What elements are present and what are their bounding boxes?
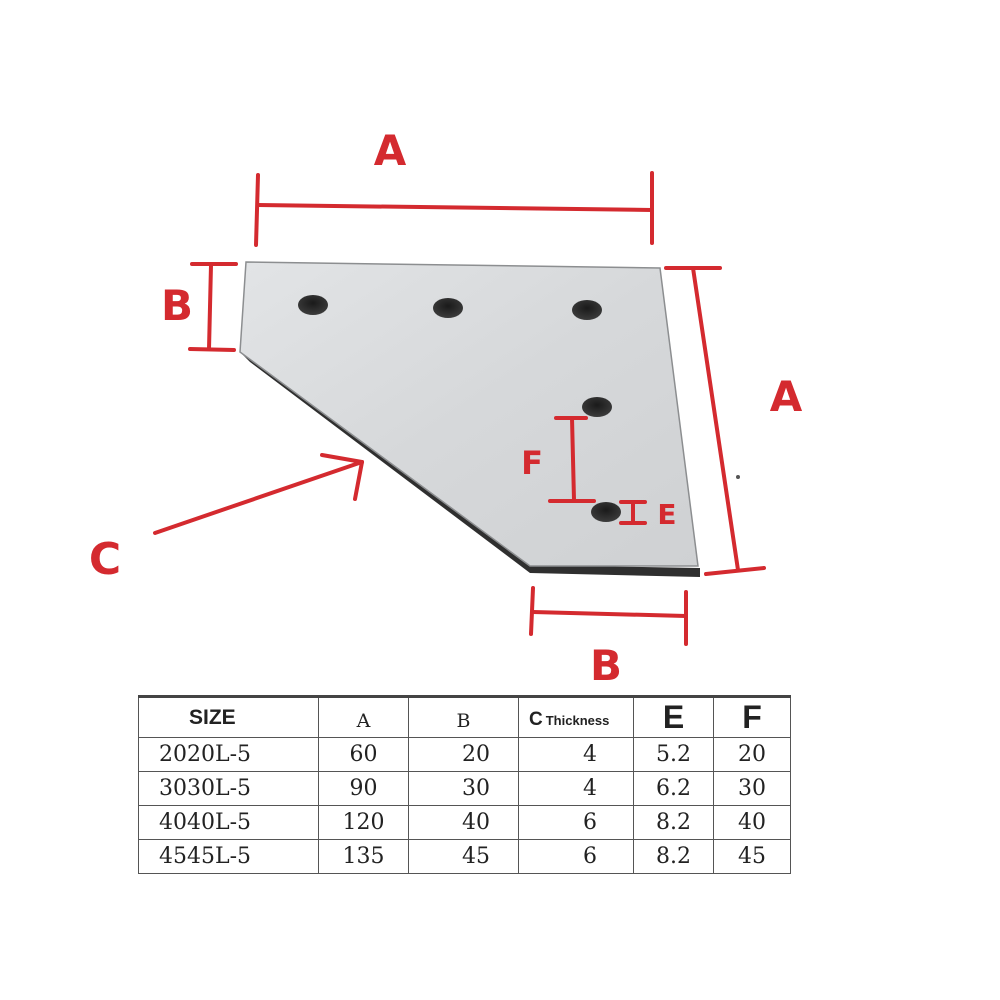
cell-c: 4: [518, 771, 634, 806]
hole-3: [572, 300, 602, 320]
cell-f: 40: [713, 805, 791, 840]
dimension-top-a: [254, 171, 654, 247]
dimension-e: [619, 500, 647, 525]
table-row: 4545L-5 135 45 6 8.2 45: [138, 839, 791, 874]
cell-a: 90: [318, 771, 409, 806]
cell-size: 3030L-5: [138, 771, 319, 806]
arrow-c: [153, 453, 364, 535]
mounting-plate: [239, 261, 699, 567]
speck-dot: [736, 475, 740, 479]
cell-f: 30: [713, 771, 791, 806]
cell-c: 6: [518, 805, 634, 840]
table-row: 2020L-5 60 20 4 5.2 20: [138, 737, 791, 772]
hole-5: [591, 502, 621, 522]
table-row: 4040L-5 120 40 6 8.2 40: [138, 805, 791, 840]
cell-c: 6: [518, 839, 634, 874]
cell-b: 20: [408, 737, 519, 772]
cell-a: 60: [318, 737, 409, 772]
label-right-a: A: [770, 372, 803, 421]
table-row: 3030L-5 90 30 4 6.2 30: [138, 771, 791, 806]
dimension-f: [548, 416, 596, 503]
label-top-a: A: [374, 126, 407, 175]
dimension-left-b: [188, 262, 238, 352]
dimension-bottom-b: [529, 586, 688, 646]
hole-4: [582, 397, 612, 417]
cell-size: 4040L-5: [138, 805, 319, 840]
cell-b: 45: [408, 839, 519, 874]
cell-e: 8.2: [633, 839, 714, 874]
cell-f: 20: [713, 737, 791, 772]
cell-b: 40: [408, 805, 519, 840]
cell-a: 120: [318, 805, 409, 840]
header-size: SIZE: [138, 695, 319, 738]
dimension-right-a: [664, 266, 766, 576]
cell-e: 6.2: [633, 771, 714, 806]
hole-1: [298, 295, 328, 315]
label-e: E: [657, 498, 676, 531]
cell-e: 5.2: [633, 737, 714, 772]
cell-b: 30: [408, 771, 519, 806]
header-c-suffix: Thickness: [545, 712, 610, 728]
header-e: E: [633, 695, 714, 738]
header-f: F: [713, 695, 791, 738]
mounting-holes: [298, 295, 621, 522]
label-bottom-b: B: [590, 641, 622, 690]
label-left-b: B: [161, 281, 193, 330]
cell-size: 2020L-5: [138, 737, 319, 772]
hole-2: [433, 298, 463, 318]
cell-a: 135: [318, 839, 409, 874]
cell-e: 8.2: [633, 805, 714, 840]
header-a: A: [318, 695, 409, 738]
header-c: C: [529, 708, 543, 730]
label-c: C: [89, 534, 121, 585]
cell-size: 4545L-5: [138, 839, 319, 874]
header-b: B: [408, 695, 519, 738]
cell-f: 45: [713, 839, 791, 874]
cell-c: 4: [518, 737, 634, 772]
label-f: F: [521, 444, 543, 482]
